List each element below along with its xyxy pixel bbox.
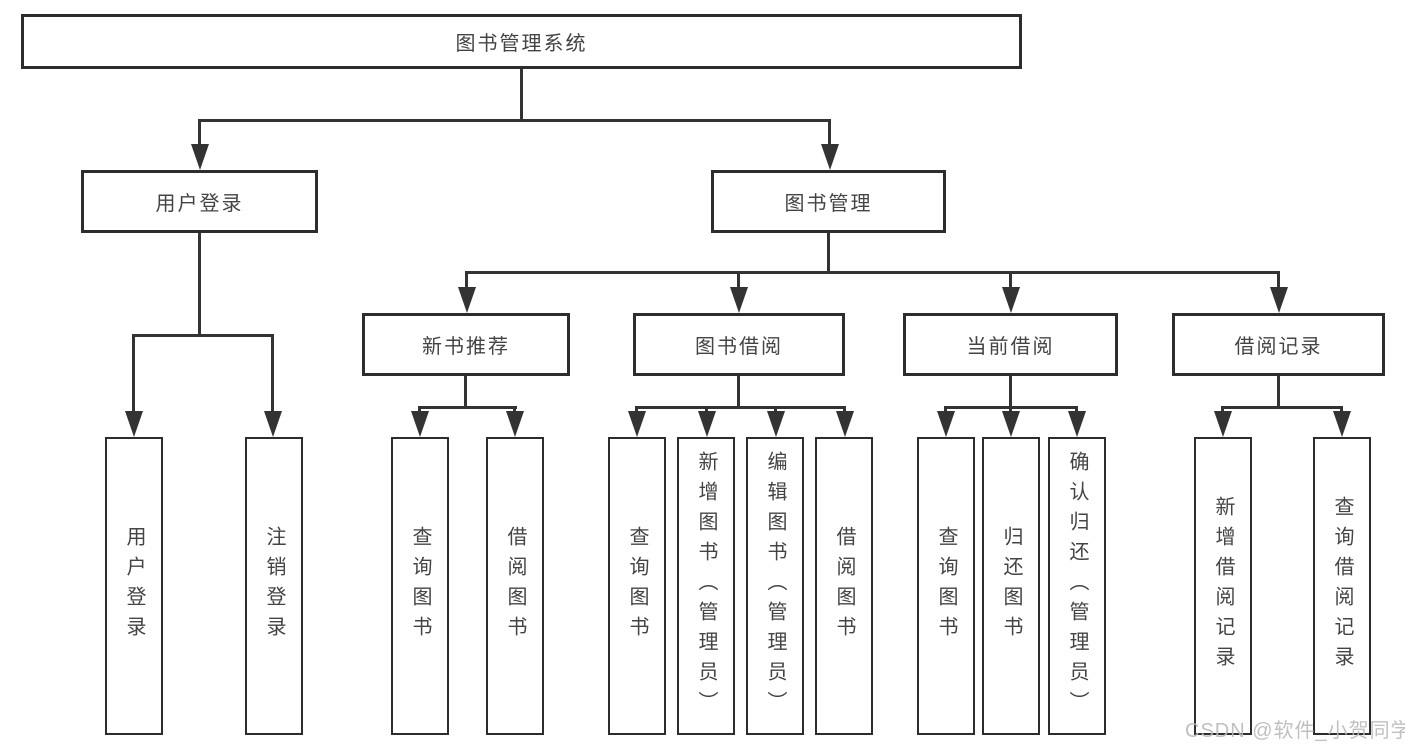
node-borrowing-records: 借阅记录 [1172, 313, 1385, 376]
connector-new-book-branch [418, 406, 517, 409]
leaf-query-books-2: 查询图书 [608, 437, 666, 735]
leaf-borrow-books-1: 借阅图书 [486, 437, 544, 735]
arrow-down-icon [418, 406, 421, 411]
leaf-edit-books-admin: 编辑图书（管理员） [746, 437, 804, 735]
connector-book-borrowing-branch [635, 406, 845, 409]
connector-user-login-stem [198, 233, 201, 335]
arrow-down-icon [828, 119, 831, 144]
leaf-query-books-1: 查询图书 [391, 437, 449, 735]
arrow-down-icon [944, 406, 947, 411]
connector-root-branch [198, 119, 831, 122]
leaf-add-borrow-record: 新增借阅记录 [1194, 437, 1252, 735]
node-book-management: 图书管理 [711, 170, 946, 233]
node-library-management-system: 图书管理系统 [21, 14, 1022, 69]
arrow-down-icon [635, 406, 638, 411]
connector-borrowing-records-branch [1221, 406, 1343, 409]
connector-book-management-stem [827, 233, 830, 273]
connector-user-login-branch [132, 334, 274, 337]
connector-new-book-stem [464, 376, 467, 407]
connector-book-borrowing-stem [737, 376, 740, 407]
arrow-down-icon [198, 119, 201, 144]
node-new-book-recommendation: 新书推荐 [362, 313, 570, 376]
node-user-login: 用户登录 [81, 170, 318, 233]
leaf-user-login: 用户登录 [105, 437, 163, 735]
arrow-down-icon [737, 271, 740, 287]
arrow-down-icon [132, 334, 135, 411]
arrow-down-icon [1277, 271, 1280, 287]
node-current-borrowing: 当前借阅 [903, 313, 1118, 376]
leaf-confirm-return-admin: 确认归还（管理员） [1048, 437, 1106, 735]
connector-book-management-branch [465, 271, 1279, 274]
arrow-down-icon [513, 406, 516, 411]
connector-borrowing-records-stem [1277, 376, 1280, 407]
arrow-down-icon [1009, 271, 1012, 287]
watermark: CSDN @软件_小贺同学 [1185, 720, 1405, 742]
arrow-down-icon [271, 334, 274, 411]
connector-current-borrowing-stem [1009, 376, 1012, 407]
leaf-add-books-admin: 新增图书（管理员） [677, 437, 735, 735]
leaf-borrow-books-2: 借阅图书 [815, 437, 873, 735]
leaf-return-books: 归还图书 [982, 437, 1040, 735]
leaf-query-borrow-record: 查询借阅记录 [1313, 437, 1371, 735]
arrow-down-icon [465, 271, 468, 287]
arrow-down-icon [1009, 406, 1012, 411]
arrow-down-icon [1221, 406, 1224, 411]
arrow-down-icon [1075, 406, 1078, 411]
connector-root-stem [520, 69, 523, 119]
arrow-down-icon [1340, 406, 1343, 411]
leaf-logout: 注销登录 [245, 437, 303, 735]
arrow-down-icon [705, 406, 708, 411]
leaf-query-books-3: 查询图书 [917, 437, 975, 735]
node-book-borrowing: 图书借阅 [633, 313, 845, 376]
arrow-down-icon [843, 406, 846, 411]
arrow-down-icon [774, 406, 777, 411]
